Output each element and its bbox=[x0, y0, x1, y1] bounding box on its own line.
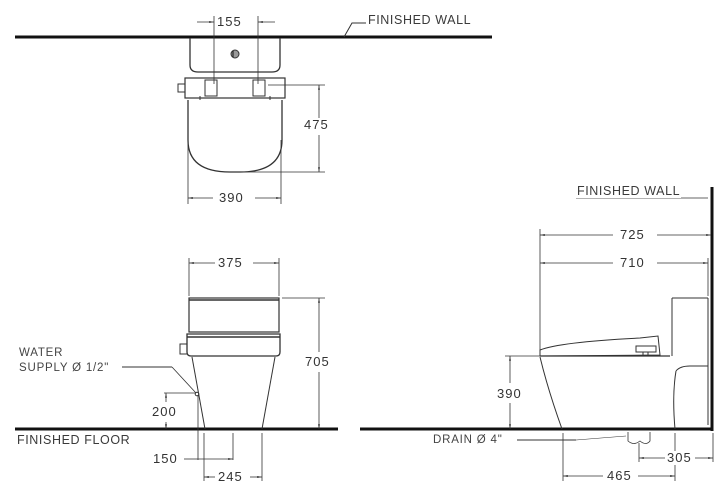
finished-wall-label-top: FINISHED WALL bbox=[367, 13, 473, 27]
dim-supply-height: 200 bbox=[151, 404, 178, 419]
front-view bbox=[15, 258, 338, 481]
side-view bbox=[360, 187, 714, 481]
finished-wall-label-side: FINISHED WALL bbox=[576, 184, 682, 198]
top-view bbox=[15, 16, 492, 204]
dim-seat-length: 710 bbox=[619, 255, 646, 270]
dim-total-height: 705 bbox=[304, 354, 331, 369]
dim-top-width: 390 bbox=[218, 190, 245, 205]
dim-bolt-spacing: 155 bbox=[216, 14, 243, 29]
dim-base-width: 245 bbox=[217, 469, 244, 484]
dim-supply-offset: 150 bbox=[152, 451, 179, 466]
dim-drain-to-front: 465 bbox=[606, 468, 633, 483]
dim-tank-width: 375 bbox=[217, 255, 244, 270]
dim-seat-depth: 475 bbox=[303, 117, 330, 132]
dim-overall-length: 725 bbox=[619, 227, 646, 242]
dim-seat-height: 390 bbox=[496, 386, 523, 401]
water-supply-label-line1: WATER bbox=[19, 347, 64, 359]
finished-floor-label: FINISHED FLOOR bbox=[16, 433, 132, 447]
water-supply-label-line2: SUPPLY Ø 1/2" bbox=[19, 362, 110, 374]
dim-rough-in: 305 bbox=[666, 450, 693, 465]
drain-label: DRAIN Ø 4" bbox=[433, 434, 503, 446]
